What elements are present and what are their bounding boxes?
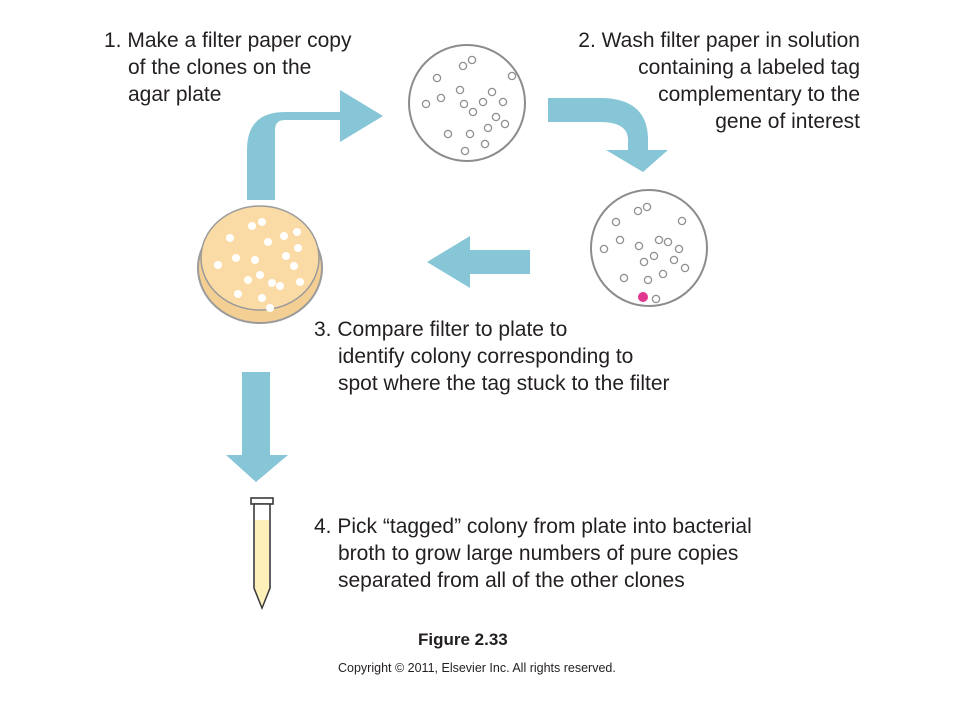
filter-colony [633, 206, 643, 216]
plate-colony [282, 252, 290, 260]
filter-colony [455, 85, 465, 95]
filter-colony [436, 93, 446, 103]
plate-colony [214, 261, 222, 269]
arrow-down-to-tube [226, 372, 288, 482]
filter-colony [680, 263, 690, 273]
plate-colony [293, 228, 301, 236]
step-4-text: 4. Pick “tagged” colony from plate into … [314, 515, 752, 592]
filter-colony [443, 129, 453, 139]
filter-paper-hybridized-colonies [599, 202, 690, 304]
filter-colony [460, 146, 470, 156]
plate-colony [232, 254, 240, 262]
arrow-plate-to-filter [247, 90, 383, 200]
filter-colony [663, 237, 673, 247]
filter-colony [458, 61, 468, 71]
plate-colony [290, 262, 298, 270]
filter-colony [677, 216, 687, 226]
agar-plate-colonies [214, 218, 304, 312]
step-1-text: 1. Make a filter paper copy of the clone… [104, 29, 352, 106]
plate-colony [294, 244, 302, 252]
filter-colony [498, 97, 508, 107]
filter-colony [634, 241, 644, 251]
filter-colony [459, 99, 469, 109]
step-3-text: 3. Compare filter to plate to identify c… [314, 318, 670, 395]
filter-colony [432, 73, 442, 83]
figure-label: Figure 2.33 [418, 630, 508, 649]
plate-colony [256, 271, 264, 279]
tagged-spot [638, 292, 648, 302]
plate-colony [296, 278, 304, 286]
step-2-text: 2. Wash filter paper in solution contain… [578, 29, 860, 133]
plate-colony [264, 238, 272, 246]
plate-colony [248, 222, 256, 230]
filter-colony [651, 294, 661, 304]
filter-colony [599, 244, 609, 254]
filter-colony [643, 275, 653, 285]
filter-paper-copy [408, 44, 526, 162]
plate-colony [276, 282, 284, 290]
filter-paper-copy-colonies [421, 55, 517, 156]
plate-colony [258, 218, 266, 226]
plate-colony [226, 234, 234, 242]
agar-plate-top [200, 205, 320, 311]
filter-colony [478, 97, 488, 107]
plate-colony [268, 279, 276, 287]
arrow-compare-left [427, 236, 530, 288]
plate-colony [266, 304, 274, 312]
plate-colony [280, 232, 288, 240]
filter-colony [467, 55, 477, 65]
filter-colony [642, 202, 652, 212]
culture-tube [250, 497, 274, 611]
filter-colony [480, 139, 490, 149]
plate-colony [234, 290, 242, 298]
filter-colony [421, 99, 431, 109]
plate-colony [244, 276, 252, 284]
filter-colony [491, 112, 501, 122]
filter-paper-hybridized [590, 189, 708, 307]
filter-colony [611, 217, 621, 227]
filter-colony [483, 123, 493, 133]
filter-colony [507, 71, 517, 81]
culture-tube-cap [250, 497, 274, 505]
filter-colony [658, 269, 668, 279]
filter-colony [468, 107, 478, 117]
arrow-filter-to-hybridized [548, 98, 668, 172]
filter-colony [639, 257, 649, 267]
culture-tube-broth [255, 520, 269, 606]
filter-colony [500, 119, 510, 129]
filter-colony [654, 235, 664, 245]
filter-colony [487, 87, 497, 97]
plate-colony [251, 256, 259, 264]
filter-colony [649, 251, 659, 261]
agar-plate [197, 205, 323, 324]
filter-colony [615, 235, 625, 245]
filter-colony [619, 273, 629, 283]
filter-colony [465, 129, 475, 139]
plate-colony [258, 294, 266, 302]
copyright-notice: Copyright © 2011, Elsevier Inc. All righ… [338, 661, 616, 675]
filter-colony [669, 255, 679, 265]
filter-colony [674, 244, 684, 254]
